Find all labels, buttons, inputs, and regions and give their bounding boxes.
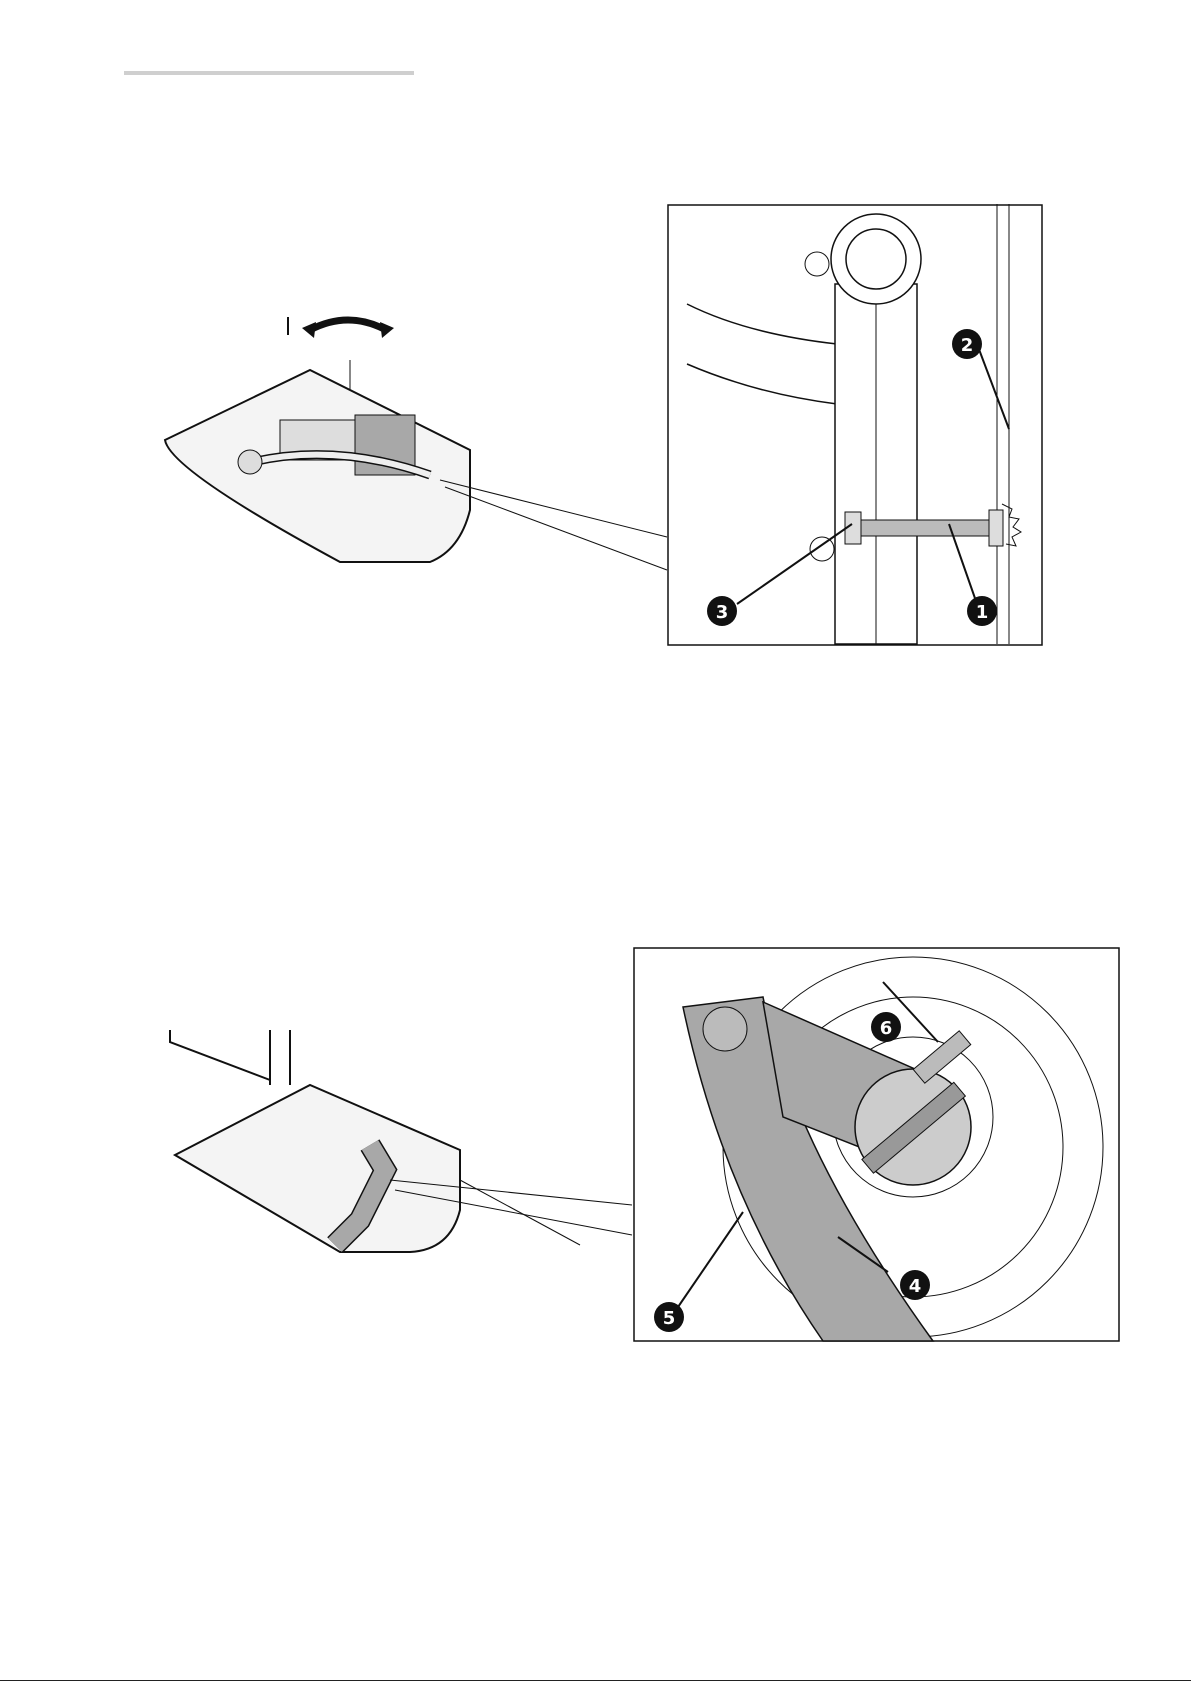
top-overview-illustration <box>163 316 668 571</box>
callout-1: 1 <box>967 596 997 626</box>
callout-5: 5 <box>654 1302 684 1332</box>
header-rule <box>124 71 414 75</box>
svg-text:3: 3 <box>716 602 729 623</box>
svg-text:4: 4 <box>909 1276 922 1297</box>
callout-6: 6 <box>871 1012 901 1042</box>
svg-text:6: 6 <box>880 1018 893 1039</box>
bottom-overview-illustration <box>169 1030 633 1253</box>
callout-2: 2 <box>952 329 982 359</box>
svg-text:5: 5 <box>663 1308 676 1329</box>
svg-text:2: 2 <box>961 335 974 356</box>
top-detail-illustration: 3 1 2 <box>667 204 1043 646</box>
bottom-detail-illustration: 6 4 5 <box>633 947 1120 1342</box>
footer-rule <box>0 1680 1191 1681</box>
svg-text:1: 1 <box>976 602 989 623</box>
rotation-arrow-icon <box>308 316 388 334</box>
callout-4: 4 <box>900 1270 930 1300</box>
callout-3: 3 <box>707 596 737 626</box>
threaded-rod <box>851 519 998 537</box>
